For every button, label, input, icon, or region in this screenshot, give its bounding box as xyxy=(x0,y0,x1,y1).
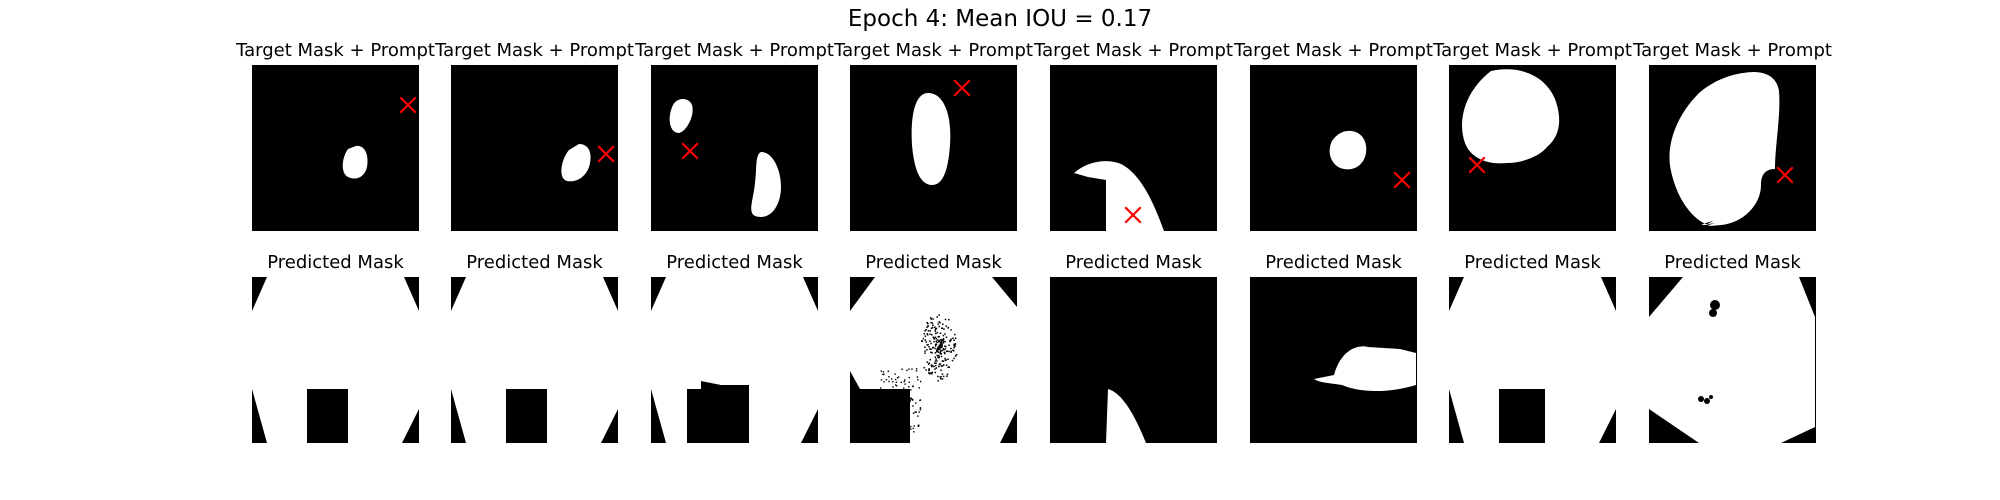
target-mask-image xyxy=(1649,65,1816,231)
predicted-mask xyxy=(451,277,618,443)
target-panel-title: Target Mask + Prompt xyxy=(425,40,645,62)
mask-region xyxy=(670,99,693,133)
mask-region xyxy=(651,277,818,443)
mask-region xyxy=(1314,346,1416,391)
predicted-panel-title: Predicted Mask xyxy=(625,252,845,274)
predicted-mask-image xyxy=(850,277,1017,443)
mask-region xyxy=(1649,277,1815,443)
mask-region xyxy=(850,277,1017,443)
mask-region xyxy=(252,277,419,443)
predicted-panel-title: Predicted Mask xyxy=(1024,252,1244,274)
predicted-panel-title: Predicted Mask xyxy=(425,252,645,274)
target-mask-image xyxy=(252,65,419,231)
mask-region xyxy=(343,146,368,179)
mask-region xyxy=(1669,72,1779,226)
target-mask-image xyxy=(850,65,1017,231)
figure-title: Epoch 4: Mean IOU = 0.17 xyxy=(0,4,2000,34)
mask-region xyxy=(751,152,781,217)
mask-region xyxy=(1074,161,1164,231)
mask-region xyxy=(561,144,590,181)
predicted-mask-image xyxy=(252,277,419,443)
predicted-mask xyxy=(850,277,1017,443)
target-mask-image xyxy=(651,65,818,231)
predicted-mask-image xyxy=(451,277,618,443)
prompt-x-icon xyxy=(683,144,697,158)
predicted-panel-title: Predicted Mask xyxy=(1623,252,1843,274)
predicted-mask-image xyxy=(1649,277,1816,443)
mask-region xyxy=(1330,131,1367,169)
predicted-mask xyxy=(651,277,818,443)
target-mask xyxy=(1449,65,1616,231)
predicted-mask xyxy=(1250,277,1417,443)
target-mask-image xyxy=(1050,65,1217,231)
target-mask xyxy=(651,65,818,231)
target-mask-image xyxy=(1449,65,1616,231)
target-panel-title: Target Mask + Prompt xyxy=(1224,40,1444,62)
predicted-mask xyxy=(252,277,419,443)
target-mask xyxy=(850,65,1017,231)
predicted-panel-title: Predicted Mask xyxy=(824,252,1044,274)
predicted-mask-image xyxy=(1449,277,1616,443)
mask-region xyxy=(1106,389,1146,443)
predicted-mask-image xyxy=(1250,277,1417,443)
target-mask-image xyxy=(451,65,618,231)
target-mask-image xyxy=(1250,65,1417,231)
target-mask xyxy=(1250,65,1417,231)
prompt-x-icon xyxy=(1395,173,1409,187)
target-panel-title: Target Mask + Prompt xyxy=(824,40,1044,62)
predicted-panel-title: Predicted Mask xyxy=(1224,252,1444,274)
target-panel-title: Target Mask + Prompt xyxy=(1623,40,1843,62)
predicted-mask xyxy=(1050,277,1217,443)
target-mask xyxy=(451,65,618,231)
prompt-x-icon xyxy=(401,98,415,112)
target-panel-title: Target Mask + Prompt xyxy=(1024,40,1244,62)
target-mask xyxy=(252,65,419,231)
predicted-panel-title: Predicted Mask xyxy=(1423,252,1643,274)
prompt-x-icon xyxy=(955,81,969,95)
target-mask xyxy=(1649,65,1816,231)
prompt-x-icon xyxy=(1470,158,1484,172)
prompt-x-icon xyxy=(1778,168,1792,182)
predicted-mask xyxy=(1449,277,1616,443)
predicted-mask xyxy=(1649,277,1816,443)
target-mask xyxy=(1050,65,1217,231)
predicted-mask-image xyxy=(1050,277,1217,443)
mask-region xyxy=(1449,277,1616,443)
mask-region xyxy=(1462,69,1559,163)
predicted-mask-image xyxy=(651,277,818,443)
target-panel-title: Target Mask + Prompt xyxy=(1423,40,1643,62)
predicted-panel-title: Predicted Mask xyxy=(226,252,446,274)
target-panel-title: Target Mask + Prompt xyxy=(625,40,845,62)
prompt-x-icon xyxy=(599,147,613,161)
mask-region xyxy=(912,93,951,185)
mask-region xyxy=(451,277,618,443)
target-panel-title: Target Mask + Prompt xyxy=(226,40,446,62)
